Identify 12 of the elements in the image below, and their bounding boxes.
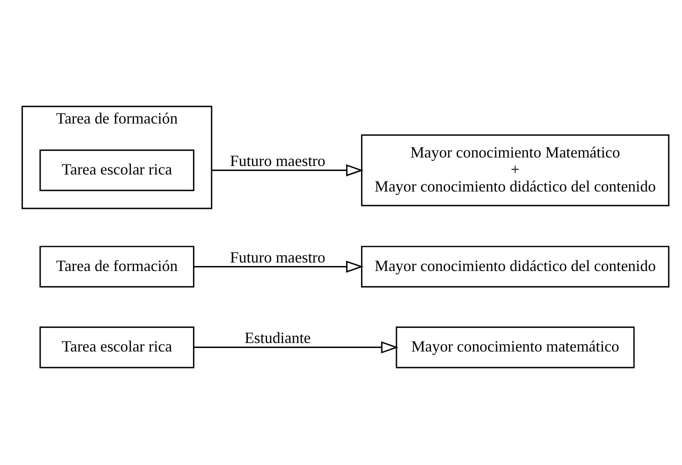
arrow (194, 260, 364, 273)
node-box: Mayor conocimiento didáctico del contenido (361, 246, 670, 288)
edge-label: Futuro maestro (230, 153, 326, 170)
node-box: Tarea escolar rica (39, 149, 194, 192)
arrow (212, 164, 364, 176)
node-box: Tarea escolar rica (39, 326, 194, 368)
edge-label: Estudiante (244, 330, 311, 348)
node-box: Mayor conocimiento Matemático + Mayor conocimiento didáctico del contenido (361, 134, 670, 206)
arrow (194, 341, 398, 354)
edge-label: Futuro maestro (230, 249, 326, 266)
node-box: Tarea de formación (39, 246, 194, 288)
node-box: Mayor conocimiento matemático (396, 326, 635, 368)
